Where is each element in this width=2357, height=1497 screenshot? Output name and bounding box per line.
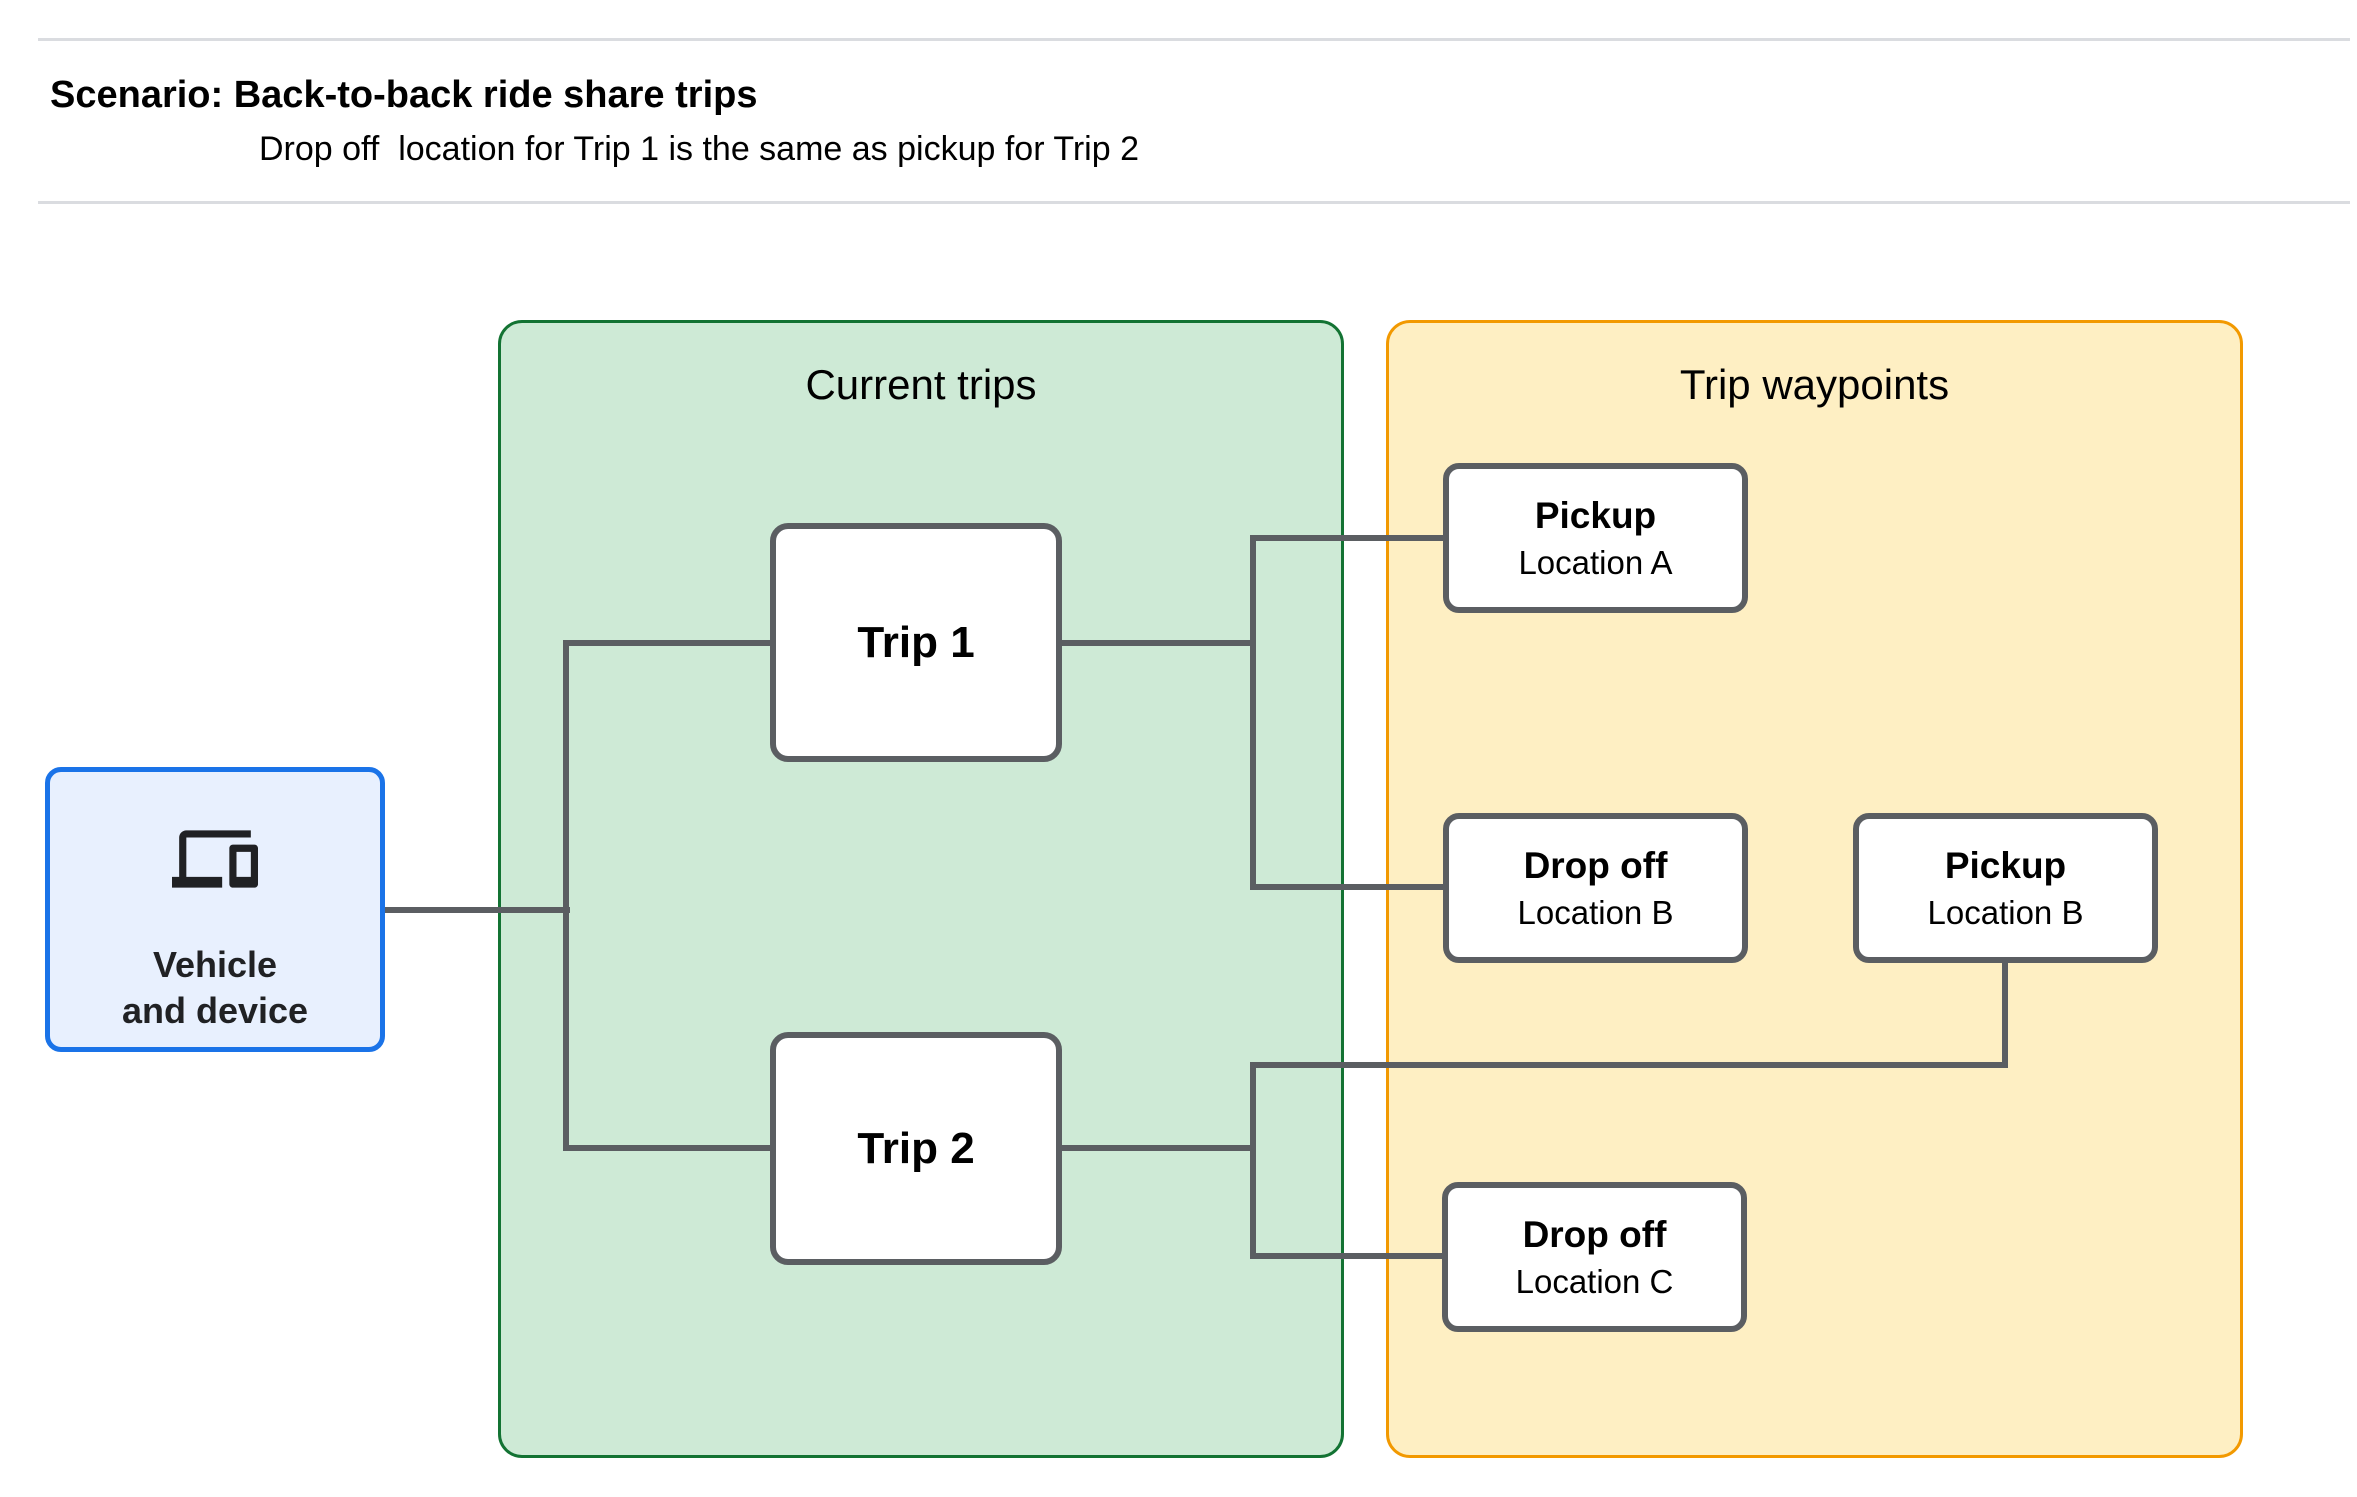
page-title: Scenario: Back-to-back ride share trips [50,74,758,116]
connector-to-trip1 [563,640,770,646]
connector-to-dropoff-c [1250,1253,1442,1259]
waypoint-location: Location B [1927,894,2084,931]
waypoint-location: Location A [1518,544,1673,581]
trip-2-label: Trip 2 [857,1123,975,1173]
connector-junction2-vertical [1250,535,1256,890]
vehicle-label-line2: and device [121,990,309,1031]
top-divider [38,38,2350,41]
connector-junction3-vertical [1250,1062,1256,1259]
current-trips-title: Current trips [805,361,1037,408]
trip-1-label: Trip 1 [857,617,975,667]
waypoint-title: Pickup [1534,495,1657,536]
waypoint-title: Pickup [1944,845,2067,886]
trip-waypoints-title: Trip waypoints [1679,361,1950,408]
connector-to-trip2 [563,1145,770,1151]
connector-to-dropoff-b [1250,884,1443,890]
connector-to-pickup-b-horizontal [1250,1062,2008,1068]
vehicle-label-line1: Vehicle [152,944,278,985]
devices-icon [172,830,258,888]
header-divider [38,201,2350,204]
connector-pickup-b-vertical [2002,962,2008,1068]
connector-vehicle-to-junction [385,907,570,913]
waypoint-title: Drop off [1523,845,1668,886]
waypoint-pickup-location-a: Pickup Location A [1443,463,1748,613]
page-subtitle: Drop off location for Trip 1 is the same… [259,130,1139,168]
trip-2-node: Trip 2 [770,1032,1062,1265]
waypoint-location: Location C [1515,1263,1674,1300]
connector-to-pickup-a [1250,535,1443,541]
waypoint-dropoff-location-c: Drop off Location C [1442,1182,1747,1332]
connector-trip2-out [1062,1145,1256,1151]
waypoint-location: Location B [1517,894,1674,931]
waypoint-title: Drop off [1522,1214,1667,1255]
vehicle-label: Vehicle and device [122,942,308,1034]
connector-junction1-vertical [563,640,569,1151]
connector-trip1-out [1062,640,1256,646]
current-trips-container: Current trips [498,320,1344,1458]
vehicle-node: Vehicle and device [45,767,385,1052]
trip-1-node: Trip 1 [770,523,1062,762]
waypoint-dropoff-location-b: Drop off Location B [1443,813,1748,963]
waypoint-pickup-location-b: Pickup Location B [1853,813,2158,963]
